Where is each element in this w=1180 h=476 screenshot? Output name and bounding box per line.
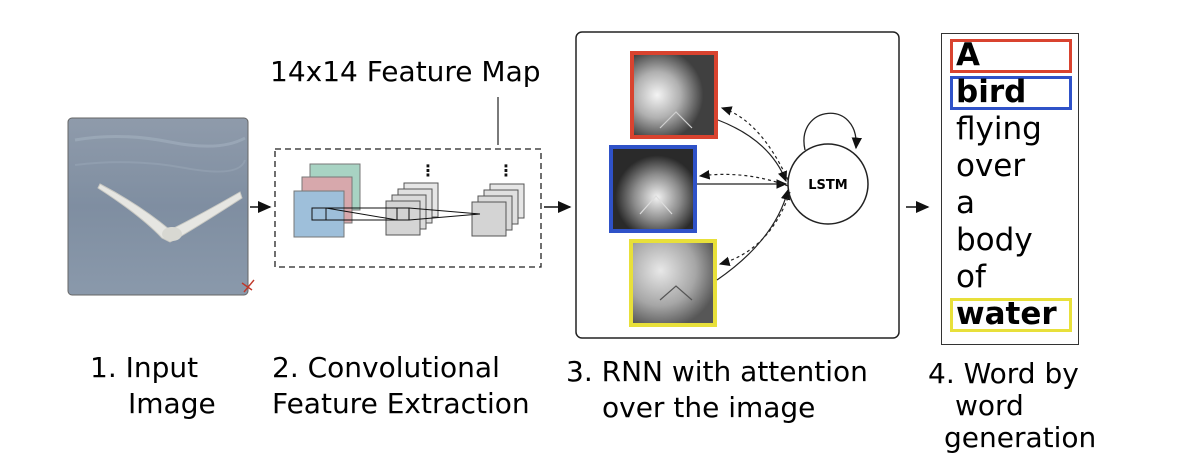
word-item: bird [956,74,1027,110]
attention-map-yellow [629,239,717,327]
conv-feature-box: ⋮ ⋮ [274,97,542,268]
svg-text:⋮: ⋮ [498,161,514,180]
caption-step1-line2: Image [128,387,216,420]
svg-text:⋮: ⋮ [420,161,436,180]
caption-step3-line2: over the image [602,391,816,424]
caption-step3-line1: 3. RNN with attention [566,355,868,388]
word-item: a [956,185,975,221]
lstm-recurrent-arrow [803,112,863,151]
caption-step2-line2: Feature Extraction [272,387,530,420]
caption-step4-line2: word [955,389,1024,422]
caption-step4-line3: generation [944,421,1097,454]
caption-step2-line1: 2. Convolutional [272,351,500,384]
word-highlight-box [950,39,1072,73]
word-item: body [956,222,1033,258]
word-item: of [956,259,986,295]
lstm-label: LSTM [808,178,847,193]
word-highlight-box [950,76,1072,110]
word-item: water [956,296,1057,332]
attention-map-blue [609,145,697,233]
word-item: A [956,37,980,73]
word-item: flying [956,111,1042,147]
rnn-attention-box: LSTM [575,31,900,339]
attention-map-red [630,51,718,139]
word-highlight-box [950,298,1072,332]
word-item: over [956,148,1026,184]
caption-step4-line1: 4. Word by [928,357,1079,390]
input-image [67,117,255,296]
lstm-node [787,143,869,225]
caption-step1-line1: 1. Input [90,351,199,384]
feature-map-label: 14x14 Feature Map [270,55,541,88]
